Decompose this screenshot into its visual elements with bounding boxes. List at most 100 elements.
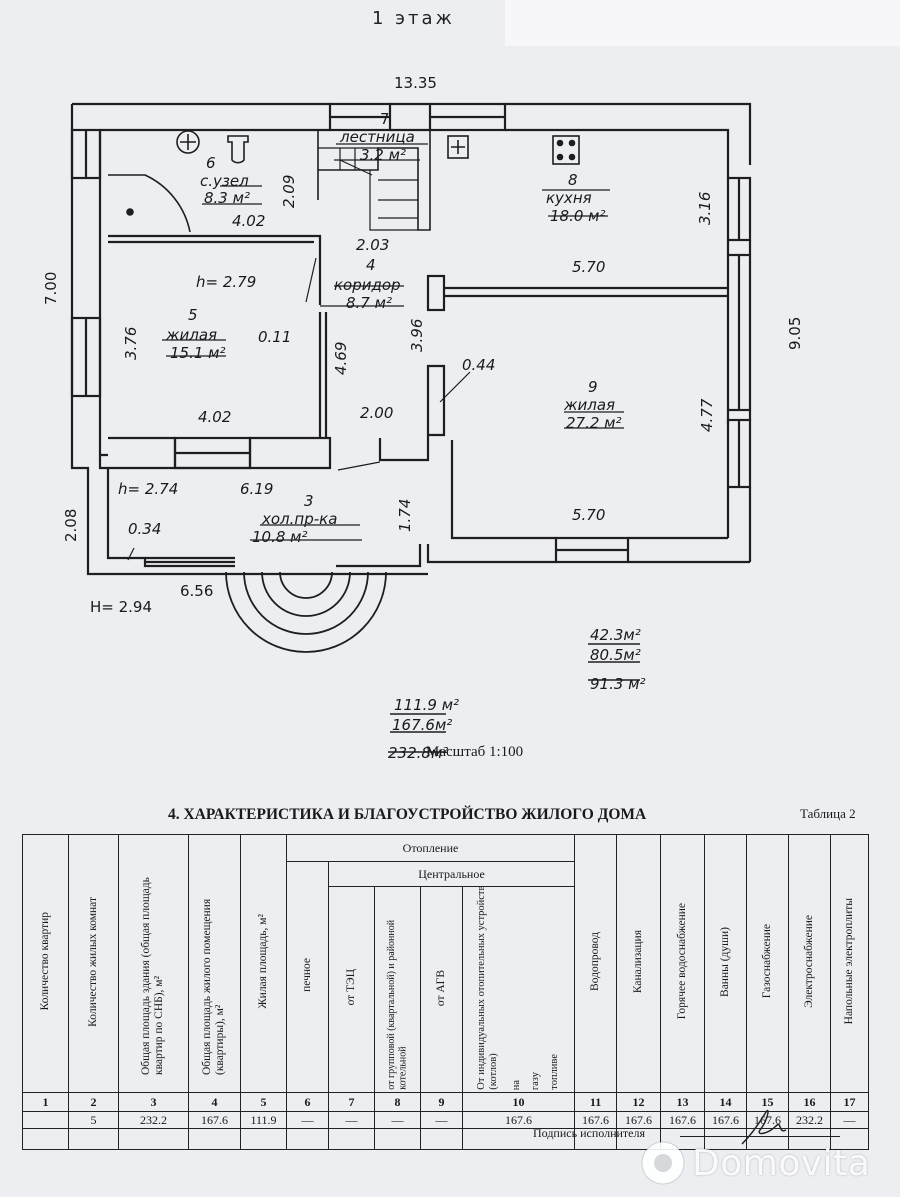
col-header-6: печное [286, 861, 329, 1093]
num-cell: 8 [374, 1092, 421, 1112]
heating-group-header: Отопление [285, 834, 576, 862]
table-empty-row [22, 1128, 870, 1150]
summary-center-2: 167.6м² [392, 716, 452, 734]
room4-dim4: 2.00 [360, 404, 393, 422]
room9-dim1: 0.44 [462, 356, 495, 374]
col-header-10: От индивидуальных отопительных устройств… [461, 886, 576, 1093]
value-cell: 5 [68, 1111, 119, 1129]
room9-area: 27.2 м² [566, 414, 622, 432]
sink-icon [176, 130, 200, 154]
room5-dim3: 0.11 [258, 328, 291, 346]
outer-wall-top [72, 102, 752, 165]
col-header-13: Горячее водоснабжение [660, 834, 706, 1093]
toilet-icon [227, 135, 249, 164]
room3-num: 3 [304, 492, 314, 510]
room3-dim1: 6.19 [240, 480, 273, 498]
dim-porch-left: 2.08 [62, 509, 80, 542]
room7-name: лестница [339, 128, 415, 146]
room5-num: 5 [188, 306, 198, 324]
col-header-2: Количество жилых комнат [68, 834, 119, 1093]
outer-wall-top-inner [100, 128, 730, 178]
num-cell: 6 [286, 1092, 329, 1112]
room8-dim1: 3.16 [696, 192, 714, 225]
watermark-text: Domovita [692, 1142, 871, 1184]
col-header-7: от ТЭЦ [328, 886, 375, 1093]
room3-dim2: 1.74 [396, 499, 414, 532]
room8-name: кухня [546, 189, 592, 207]
value-cell: — [328, 1111, 375, 1129]
room6-num: 6 [206, 154, 216, 172]
wall-kitchen-room9 [444, 286, 728, 298]
col-header-11: Водопровод [574, 834, 618, 1093]
value-cell: — [420, 1111, 463, 1129]
value-cell: 167.6 [616, 1111, 662, 1129]
door-swing-bath [108, 174, 191, 233]
room4-num: 4 [366, 256, 376, 274]
room4-dim1: 2.03 [356, 236, 389, 254]
num-cell: 2 [68, 1092, 119, 1112]
col-header-16: Электроснабжение [788, 834, 832, 1093]
signature-mark [741, 1109, 787, 1145]
col-header-15: Газоснабжение [746, 834, 790, 1093]
num-cell: 5 [240, 1092, 287, 1112]
dim-porch-h: H= 2.94 [90, 598, 152, 616]
wall-room9-left [426, 364, 446, 437]
value-cell: — [830, 1111, 870, 1129]
num-cell: 7 [328, 1092, 375, 1112]
col-header-12: Канализация [616, 834, 662, 1093]
col-header-8: от групповой (квартальной) и районной ко… [374, 886, 421, 1093]
wall-bath [108, 234, 322, 305]
bathroom-fixtures [126, 130, 249, 216]
col-header-4: Общая площадь жилого помещения (квартиры… [188, 834, 241, 1093]
room5-name: жилая [165, 326, 217, 344]
wall-hall-top [378, 436, 430, 462]
stair-outline [317, 130, 431, 231]
stove-icon [552, 135, 580, 165]
room7-num: 7 [380, 110, 390, 128]
floor-plan: 1 этаж [42, 8, 804, 762]
num-cell: 10 [461, 1092, 576, 1112]
outer-wall-bottom-right-inner [450, 440, 728, 540]
col-header-17: Напольные электроплиты [830, 834, 870, 1093]
value-cell: 167.6 [660, 1111, 706, 1129]
value-cell [22, 1111, 69, 1129]
dim-top-width: 13.35 [394, 74, 437, 92]
room5-dim2: 4.02 [198, 408, 231, 426]
value-cell: 232.2 [788, 1111, 832, 1129]
table-caption: Таблица 2 [800, 806, 856, 821]
porch-window [145, 556, 235, 564]
col-header-14: Ванны (души) [704, 834, 748, 1093]
room9-name: жилая [563, 396, 615, 414]
dim-right-height: 9.05 [786, 317, 804, 350]
num-cell: 11 [574, 1092, 618, 1112]
room7-area: 3.2 м² [360, 146, 406, 164]
value-cell: — [374, 1111, 421, 1129]
table-value-row: 5 232.2 167.6 111.9 — — — — 167.6 167.6 … [22, 1111, 870, 1129]
summary-right-1: 42.3м² [590, 626, 641, 644]
column-1 [426, 274, 446, 312]
room6-name: с.узел [200, 172, 249, 190]
col-header-9: от АГВ [420, 886, 463, 1093]
num-cell: 13 [660, 1092, 706, 1112]
value-cell: 111.9 [240, 1111, 287, 1129]
room4-dim2: 3.96 [408, 319, 426, 352]
num-cell: 12 [616, 1092, 662, 1112]
room5-dim1: 3.76 [122, 327, 140, 360]
room5-area: 15.1 м² [170, 344, 226, 362]
value-cell: 232.2 [118, 1111, 189, 1129]
summary-center-3: 232.8м² [388, 744, 448, 762]
floor-label: 1 этаж [372, 8, 455, 29]
room4-dim3: 4.69 [332, 342, 350, 375]
num-cell: 1 [22, 1092, 69, 1112]
room4-area: 8.7 м² [346, 294, 392, 312]
num-cell: 4 [188, 1092, 241, 1112]
col-header-5: Жилая площадь, м² [240, 834, 287, 1093]
room9-dim3: 5.70 [572, 506, 605, 524]
section-title: 4. ХАРАКТЕРИСТИКА И БЛАГОУСТРОЙСТВО ЖИЛО… [168, 806, 647, 823]
outer-wall-left-inner [98, 130, 108, 457]
stair-steps [318, 147, 418, 231]
room3-name: хол.пр-ка [261, 510, 337, 528]
summary-center-1: 111.9 м² [394, 696, 459, 714]
room6-dim1: 4.02 [232, 212, 265, 230]
room8-dim2: 5.70 [572, 258, 605, 276]
